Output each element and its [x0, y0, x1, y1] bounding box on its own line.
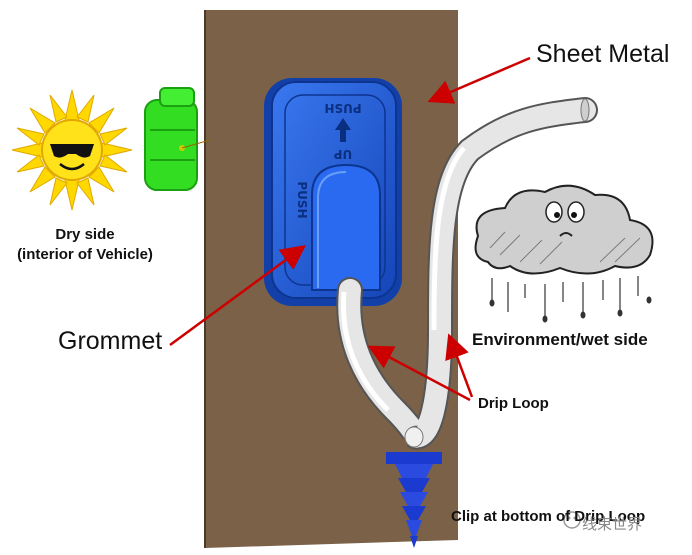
dry-side-line1: Dry side [55, 226, 115, 243]
environment-label: Environment/wet side [472, 330, 648, 349]
rain-cloud-icon [474, 184, 654, 323]
watermark-text: 线束世界 [582, 516, 643, 533]
grommet: PUSH UP PUSH [264, 78, 402, 306]
clip-icon [386, 452, 442, 548]
dry-side-line2: (interior of Vehicle) [17, 246, 153, 263]
grommet-label: Grommet [58, 327, 163, 355]
drip-loop-label: Drip Loop [478, 395, 549, 412]
dry-side-label: Dry side (interior of Vehicle) [6, 225, 164, 265]
leader-arrows [169, 56, 531, 402]
sun-icon [11, 89, 133, 211]
push-marking-up: UP [334, 147, 353, 161]
sheet-metal-label: Sheet Metal [536, 40, 670, 68]
push-marking-top: PUSH [324, 101, 361, 115]
up-arrow-icon [335, 118, 351, 142]
push-marking-left: PUSH [295, 181, 309, 218]
connector-icon [144, 87, 211, 191]
watermark-icon [563, 511, 581, 529]
clip-label: Clip at bottom of Drip Loop [451, 508, 646, 525]
cable-drip-loop [336, 97, 598, 450]
